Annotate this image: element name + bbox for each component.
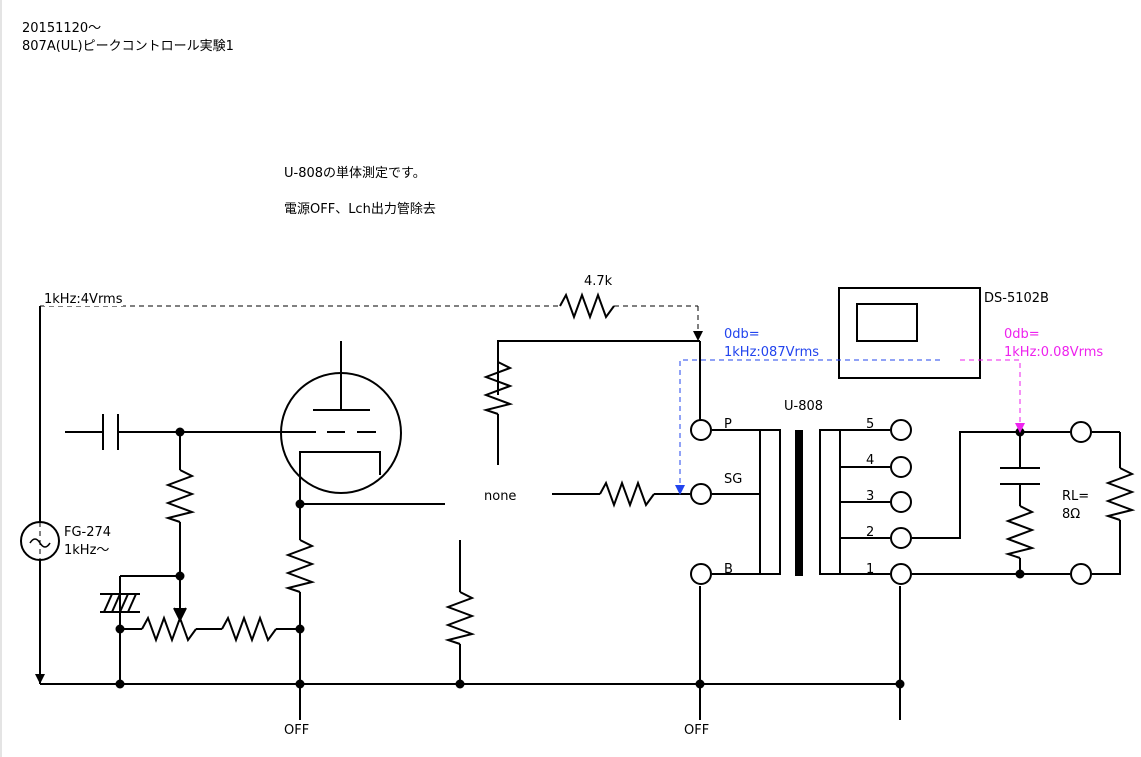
load-resistor (1104, 467, 1136, 521)
tap-3-label: 3 (866, 489, 875, 504)
magenta-db-label: 0db= (1004, 327, 1040, 342)
terminal-b-label: B (724, 562, 733, 577)
sg-resistor (599, 480, 655, 508)
plate-resistor (482, 361, 514, 415)
tap-4-label: 4 (866, 453, 875, 468)
terminal-p (690, 419, 712, 441)
note-line-1: U-808の単体測定です。 (284, 166, 426, 181)
terminal-tap-5 (890, 419, 912, 441)
screen-resistor (284, 539, 316, 593)
terminal-tap-4 (890, 456, 912, 478)
grid-resistor (164, 469, 196, 523)
terminal-sg-label: SG (724, 472, 743, 487)
off-right-label: OFF (684, 723, 710, 738)
none-label: none (484, 489, 517, 504)
transformer-primary (759, 429, 781, 575)
blue-db-label: 0db= (724, 327, 760, 342)
terminal-load-top (1070, 421, 1092, 443)
feedback-resistor-label: 4.7k (584, 274, 613, 289)
generator-freq-label: 1kHz～ (64, 543, 110, 558)
tap-2-label: 2 (866, 525, 875, 540)
off-left-label: OFF (284, 723, 310, 738)
scope-label: DS-5102B (984, 291, 1049, 306)
magenta-level-label: 1kHz:0.08Vrms (1004, 345, 1104, 360)
feedback-resistor (559, 292, 615, 320)
transformer-secondary (819, 429, 841, 575)
cathode-resistor (221, 615, 277, 643)
load-name-label: RL= (1062, 489, 1090, 504)
tap-1-label: 1 (866, 562, 875, 577)
terminal-b (690, 563, 712, 585)
terminal-sg (690, 483, 712, 505)
cathode-potentiometer (141, 615, 197, 643)
terminal-tap-3 (890, 491, 912, 513)
transformer-label: U-808 (784, 399, 824, 414)
terminal-load-bottom (1070, 563, 1092, 585)
terminal-tap-2 (890, 527, 912, 549)
input-level-label: 1kHz:4Vrms (44, 292, 123, 307)
terminal-p-label: P (724, 417, 732, 432)
oscilloscope (838, 287, 981, 379)
blue-level-label: 1kHz:087Vrms (724, 345, 820, 360)
oscilloscope-screen (856, 303, 918, 342)
generator-label: FG-274 (64, 525, 112, 540)
header-date: 20151120～ (22, 21, 102, 36)
tap-5-label: 5 (866, 417, 875, 432)
load-network-resistor (1004, 505, 1036, 559)
note-line-2: 電源OFF、Lch出力管除去 (284, 202, 436, 217)
page-title: 807A(UL)ピークコントロール実験1 (22, 39, 234, 54)
terminal-tap-1 (890, 563, 912, 585)
load-value-label: 8Ω (1062, 507, 1081, 522)
lower-resistor (444, 591, 476, 645)
